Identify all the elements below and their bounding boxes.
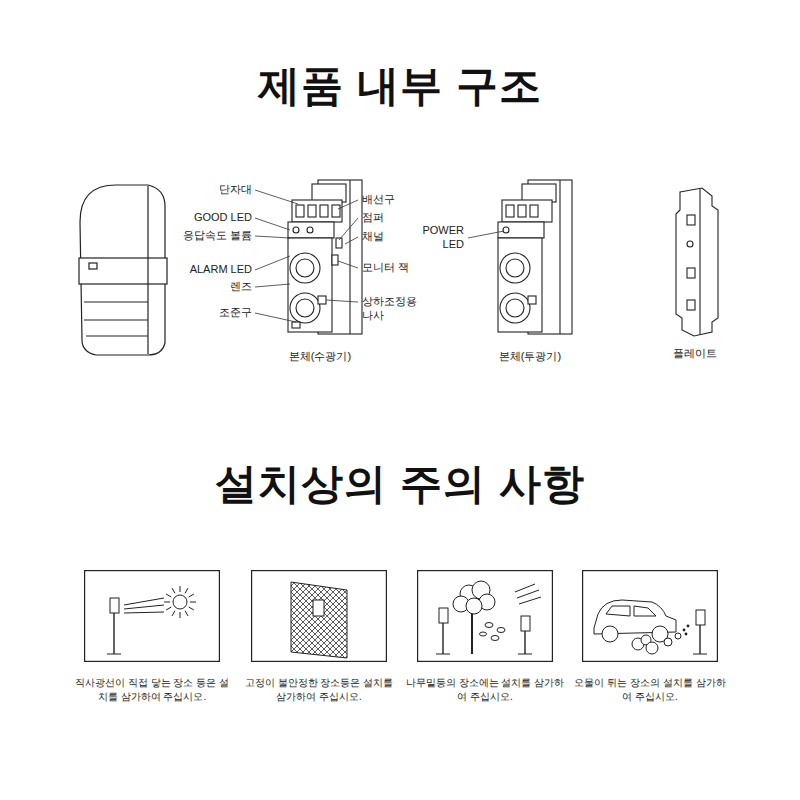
caution-panel: 나무밑등의 장소에는 설치를 삼가하여 주십시오. <box>405 570 565 703</box>
part-label: 점퍼 <box>362 211 442 225</box>
caution-panel: 오물이 튀는 장소의 설치를 삼가하여 주십시오. <box>570 570 730 703</box>
receiver-drawing <box>288 180 362 334</box>
caution-illustration <box>582 570 718 662</box>
part-label: 조준구 <box>172 306 252 320</box>
section-heading: 설치상의 주의 사항 <box>0 456 800 512</box>
part-label: POWER LED <box>416 224 464 252</box>
housing-drawing <box>79 185 167 355</box>
part-label: 상하조정용 나사 <box>362 295 426 323</box>
caution-illustration <box>84 570 220 662</box>
caution-panel: 직사광선이 직접 닿는 장소 등은 설치를 삼가하여 주십시오. <box>72 570 232 703</box>
caution-caption: 고정이 불안정한 장소등은 설치를 삼가하여 주십시오. <box>239 676 399 703</box>
caution-caption: 직사광선이 직접 닿는 장소 등은 설치를 삼가하여 주십시오. <box>72 676 232 703</box>
caution-caption: 오물이 튀는 장소의 설치를 삼가하여 주십시오. <box>570 676 730 703</box>
caution-illustration <box>417 570 553 662</box>
caution-panel: 고정이 불안정한 장소등은 설치를 삼가하여 주십시오. <box>239 570 399 703</box>
part-label: ALARM LED <box>160 263 252 277</box>
plate-drawing <box>676 188 718 336</box>
part-label: 단자대 <box>172 183 252 197</box>
part-label: 응답속도 볼륨 <box>148 229 252 243</box>
caution-caption: 나무밑등의 장소에는 설치를 삼가하여 주십시오. <box>405 676 565 703</box>
part-label: 모니터 잭 <box>362 261 442 275</box>
figure-caption: 플레이트 <box>650 347 740 361</box>
part-label: 배선구 <box>362 193 442 207</box>
page-title: 제품 내부 구조 <box>0 58 800 114</box>
figure-caption: 본체(수광기) <box>268 350 372 364</box>
part-label: GOOD LED <box>172 211 252 225</box>
part-label: 렌즈 <box>172 280 252 294</box>
figure-caption: 본체(투광기) <box>478 350 582 364</box>
leader-lines <box>255 190 504 322</box>
caution-illustration <box>251 570 387 662</box>
transmitter-drawing <box>498 180 572 334</box>
